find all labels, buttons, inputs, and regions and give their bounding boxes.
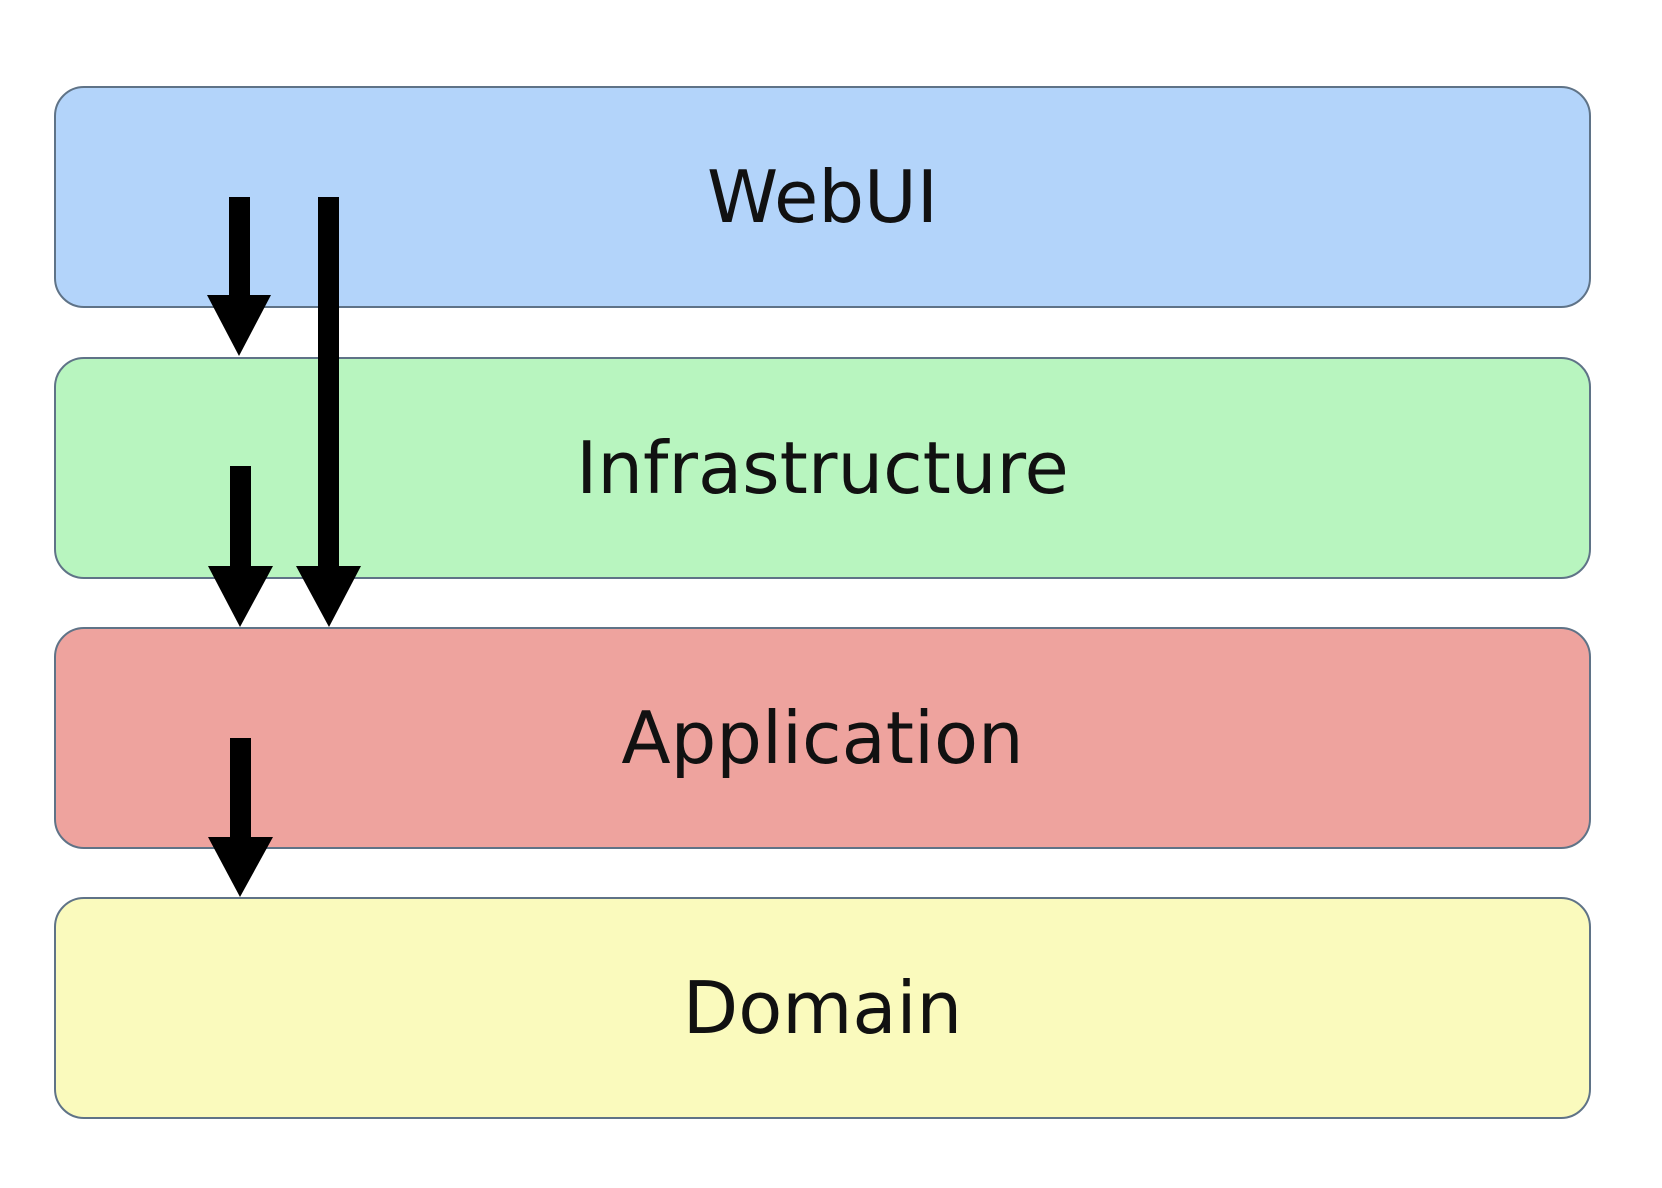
layer-webui: WebUI: [54, 86, 1591, 308]
layer-infrastructure: Infrastructure: [54, 357, 1591, 579]
layer-label-application: Application: [621, 696, 1024, 780]
layer-label-webui: WebUI: [707, 155, 938, 239]
layer-domain: Domain: [54, 897, 1591, 1119]
layer-label-domain: Domain: [682, 966, 963, 1050]
layer-label-infrastructure: Infrastructure: [576, 426, 1069, 510]
layer-application: Application: [54, 627, 1591, 849]
